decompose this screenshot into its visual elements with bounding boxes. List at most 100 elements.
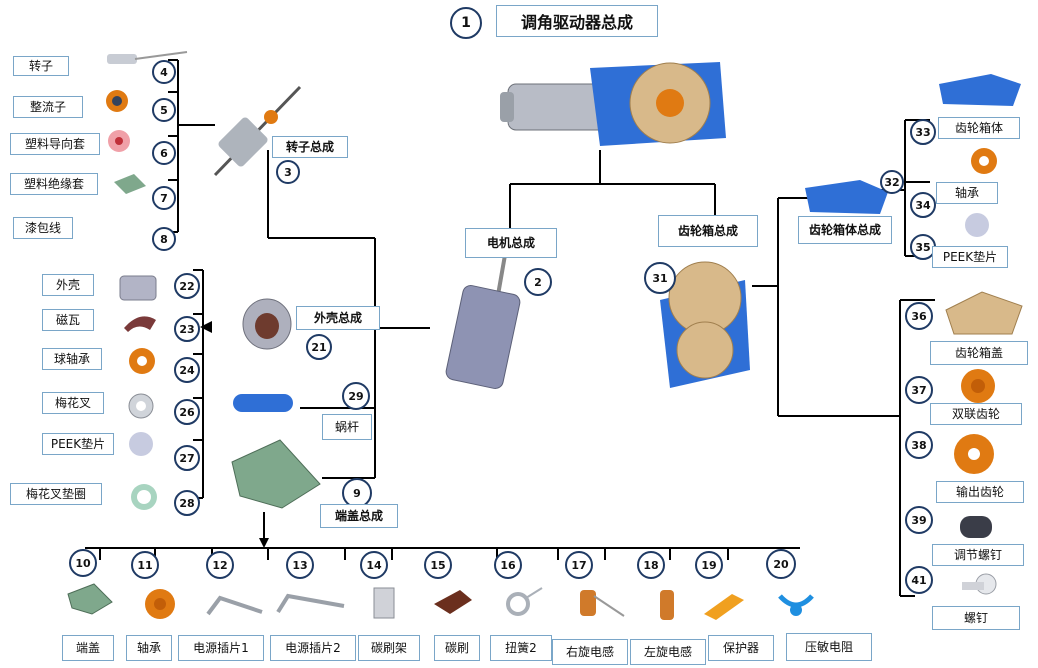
housing-part-number: 24 bbox=[174, 357, 200, 383]
diagram-title: 调角驱动器总成 bbox=[496, 5, 658, 37]
compound-gear-icon bbox=[961, 369, 995, 403]
end-cap-part-number: 11 bbox=[131, 551, 159, 579]
gearbox-assembly-image bbox=[660, 261, 750, 388]
right-inductor-icon bbox=[580, 590, 625, 617]
commutator-icon bbox=[106, 90, 128, 112]
carbon-brush-icon bbox=[434, 590, 472, 614]
housing-shell-icon bbox=[119, 275, 157, 301]
gearbox-part-label: 齿轮箱盖 bbox=[930, 341, 1028, 365]
gearbox-body-part-label: 齿轮箱体 bbox=[938, 117, 1020, 139]
gearbox-cover-icon bbox=[945, 291, 1023, 335]
end-cap-part-number: 18 bbox=[637, 551, 665, 579]
housing-part-number: 26 bbox=[174, 399, 200, 425]
varistor-icon bbox=[778, 594, 814, 616]
rotor-part-label: 塑料绝缘套 bbox=[10, 173, 98, 195]
rotor-part-label: 转子 bbox=[13, 56, 69, 76]
gearbox-assembly-label: 齿轮箱总成 bbox=[658, 215, 758, 247]
housing-assembly-image bbox=[242, 298, 292, 350]
rotor-part-number: 5 bbox=[152, 98, 176, 122]
gearbox-part-label: 双联齿轮 bbox=[930, 403, 1022, 425]
plum-fork-icon bbox=[128, 393, 154, 419]
gearbox-body-image bbox=[805, 180, 888, 214]
rotor-assembly-label: 转子总成 bbox=[272, 136, 348, 158]
end-cap-part-label: 扭簧2 bbox=[490, 635, 552, 661]
gearbox-housing-icon bbox=[939, 74, 1021, 106]
gearbox-part-number: 37 bbox=[905, 376, 933, 404]
motor-assembly-number: 2 bbox=[524, 268, 552, 296]
rotor-icon bbox=[107, 51, 188, 64]
end-cap-part-label: 碳刷架 bbox=[358, 635, 420, 661]
left-inductor-icon bbox=[660, 590, 674, 620]
title-number-badge: 1 bbox=[450, 7, 482, 39]
drive-assembly-image bbox=[500, 62, 726, 146]
housing-part-number: 28 bbox=[174, 490, 200, 516]
end-cap-part-number: 17 bbox=[565, 551, 593, 579]
protector-icon bbox=[704, 594, 744, 620]
end-cap-part-number: 10 bbox=[69, 549, 97, 577]
housing-part-number: 22 bbox=[174, 273, 200, 299]
bearing-icon bbox=[145, 589, 175, 619]
screw-icon bbox=[962, 573, 997, 595]
gearbox-part-label: 调节螺钉 bbox=[932, 544, 1024, 566]
housing-part-label: 梅花叉垫圈 bbox=[10, 483, 102, 505]
end-cap-part-label: 电源插片2 bbox=[270, 635, 356, 661]
gearbox-body-part-label: 轴承 bbox=[936, 182, 998, 204]
gearbox-part-number: 36 bbox=[905, 302, 933, 330]
end-cap-part-label: 碳刷 bbox=[434, 635, 480, 661]
end-cap-assembly-image bbox=[231, 439, 321, 509]
gearbox-body-part-number: 34 bbox=[910, 192, 936, 218]
peek-gasket-icon bbox=[965, 213, 989, 237]
bearing-icon bbox=[971, 148, 997, 174]
end-cap-part-label: 左旋电感 bbox=[630, 639, 706, 665]
brush-holder-icon bbox=[373, 587, 395, 619]
torsion-spring-icon bbox=[506, 587, 543, 616]
motor-assembly-label: 电机总成 bbox=[465, 228, 557, 258]
rotor-part-number: 7 bbox=[152, 186, 176, 210]
rotor-part-label: 塑料导向套 bbox=[10, 133, 100, 155]
housing-assembly-label: 外壳总成 bbox=[296, 306, 380, 330]
rotor-assembly-image bbox=[213, 85, 302, 177]
end-cap-icon bbox=[67, 583, 113, 615]
gearbox-part-number: 41 bbox=[905, 566, 933, 594]
gearbox-body-assembly-number: 32 bbox=[880, 170, 904, 194]
end-cap-part-number: 15 bbox=[424, 551, 452, 579]
end-cap-part-label: 电源插片1 bbox=[178, 635, 264, 661]
end-cap-part-label: 保护器 bbox=[708, 635, 774, 661]
housing-part-number: 23 bbox=[174, 316, 200, 342]
end-cap-part-label: 压敏电阻 bbox=[786, 633, 872, 661]
worm-number: 29 bbox=[342, 382, 370, 410]
gearbox-part-label: 输出齿轮 bbox=[936, 481, 1024, 503]
end-cap-part-number: 20 bbox=[766, 549, 796, 579]
end-cap-assembly-label: 端盖总成 bbox=[320, 504, 398, 528]
plum-washer-icon bbox=[131, 484, 157, 510]
gearbox-body-assembly-label: 齿轮箱体总成 bbox=[798, 216, 892, 244]
gearbox-part-label: 螺钉 bbox=[932, 606, 1020, 630]
power-terminal-2-icon bbox=[276, 593, 345, 614]
end-cap-part-label: 右旋电感 bbox=[552, 639, 628, 665]
end-cap-part-number: 13 bbox=[286, 551, 314, 579]
rotor-part-label: 整流子 bbox=[13, 96, 83, 118]
adjusting-screw-icon bbox=[960, 516, 992, 538]
ball-bearing-icon bbox=[129, 348, 155, 374]
end-cap-part-number: 14 bbox=[360, 551, 388, 579]
rotor-part-number: 8 bbox=[152, 227, 176, 251]
housing-part-label: 球轴承 bbox=[42, 348, 102, 370]
power-terminal-1-icon bbox=[206, 595, 263, 616]
end-cap-part-number: 16 bbox=[494, 551, 522, 579]
gearbox-part-number: 39 bbox=[905, 506, 933, 534]
housing-part-label: PEEK垫片 bbox=[42, 433, 114, 455]
end-cap-part-number: 12 bbox=[206, 551, 234, 579]
insulation-sleeve-icon bbox=[114, 174, 146, 194]
rotor-part-number: 4 bbox=[152, 60, 176, 84]
rotor-part-label: 漆包线 bbox=[13, 217, 73, 239]
worm-image bbox=[233, 394, 293, 412]
guide-sleeve-icon bbox=[108, 130, 130, 152]
end-cap-part-label: 端盖 bbox=[62, 635, 114, 661]
worm-label: 蜗杆 bbox=[322, 414, 372, 440]
motor-assembly-image bbox=[445, 255, 521, 389]
magnet-tile-icon bbox=[124, 316, 156, 332]
gearbox-assembly-number: 31 bbox=[644, 262, 676, 294]
end-cap-part-number: 19 bbox=[695, 551, 723, 579]
end-cap-part-label: 轴承 bbox=[126, 635, 172, 661]
